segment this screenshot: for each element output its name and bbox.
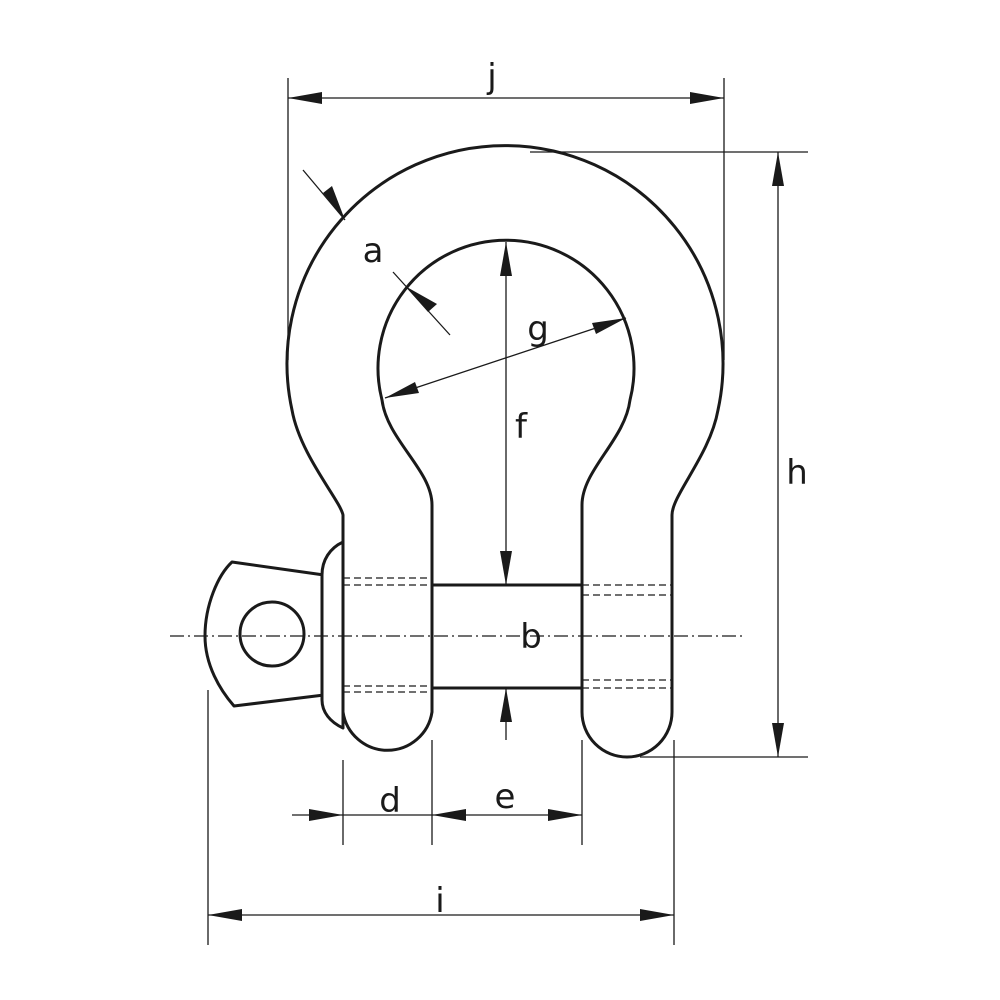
label-h: h bbox=[786, 453, 808, 493]
shackle-bow bbox=[285, 144, 725, 759]
arrow-head bbox=[323, 186, 345, 220]
dimension-a: a bbox=[302, 169, 451, 336]
arrow-head bbox=[405, 286, 437, 312]
label-g: g bbox=[527, 309, 549, 349]
pin-collar bbox=[320, 540, 345, 730]
label-b: b bbox=[520, 617, 542, 657]
arrow-head bbox=[690, 92, 724, 104]
arrow-head bbox=[288, 92, 322, 104]
dimension-j: j bbox=[287, 57, 725, 360]
arrow-head bbox=[772, 723, 784, 757]
arrow-head bbox=[385, 382, 419, 398]
arrow-head bbox=[432, 809, 466, 821]
label-d: d bbox=[379, 781, 401, 821]
arrow-head bbox=[640, 909, 674, 921]
pin-eye-hole bbox=[238, 600, 306, 668]
label-a: a bbox=[363, 231, 384, 271]
label-i: i bbox=[435, 881, 444, 921]
dimension-i: i bbox=[207, 690, 675, 945]
arrow-head bbox=[772, 152, 784, 186]
dimension-f: f bbox=[500, 242, 528, 585]
label-e: e bbox=[495, 777, 516, 817]
arrow-head bbox=[500, 242, 512, 276]
arrow-head bbox=[548, 809, 582, 821]
arrow-head bbox=[500, 688, 512, 722]
arrow-head bbox=[208, 909, 242, 921]
label-f: f bbox=[515, 407, 528, 447]
arrow-head bbox=[592, 318, 626, 334]
dimension-d-e: d e bbox=[292, 740, 583, 845]
arrow-head bbox=[500, 551, 512, 585]
label-j: j bbox=[486, 57, 496, 97]
dimension-h: h bbox=[530, 151, 808, 758]
dimension-b: b bbox=[500, 617, 542, 740]
arrow-head bbox=[309, 809, 343, 821]
